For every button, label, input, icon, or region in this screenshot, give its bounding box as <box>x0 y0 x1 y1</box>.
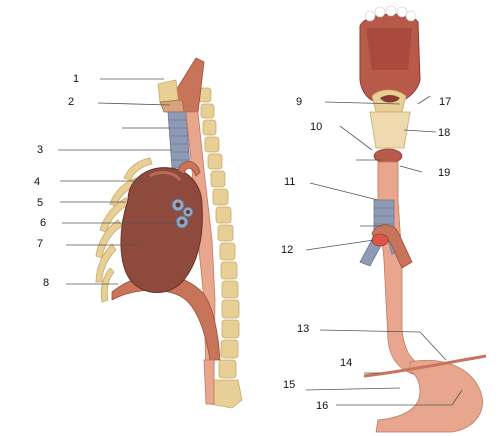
label-9: 9 <box>296 96 303 108</box>
stomach <box>375 359 483 433</box>
label-10: 10 <box>310 121 323 133</box>
teeth <box>364 5 417 22</box>
thorax-illustration <box>95 57 243 409</box>
label-5: 5 <box>37 197 44 209</box>
label-15: 15 <box>283 379 296 391</box>
heart <box>120 160 203 293</box>
leader-lines-left <box>58 78 178 285</box>
esophagus-illustration <box>359 5 487 433</box>
leader-lines-right <box>305 95 463 406</box>
diaphragm-right <box>363 354 487 378</box>
label-17: 17 <box>439 96 452 108</box>
label-16: 16 <box>316 400 329 412</box>
label-14: 14 <box>340 357 353 369</box>
trachea <box>167 111 191 169</box>
ribs <box>95 157 153 303</box>
label-3: 3 <box>37 144 44 156</box>
label-19: 19 <box>438 167 451 179</box>
label-12: 12 <box>281 244 294 256</box>
label-18: 18 <box>438 127 451 139</box>
label-8: 8 <box>43 277 50 289</box>
label-1: 1 <box>73 73 80 85</box>
label-2: 2 <box>68 96 75 108</box>
label-7: 7 <box>37 238 44 250</box>
label-11: 11 <box>284 176 296 188</box>
label-13: 13 <box>297 323 310 335</box>
spine <box>198 87 243 409</box>
label-6: 6 <box>40 217 47 229</box>
label-4: 4 <box>34 176 41 188</box>
